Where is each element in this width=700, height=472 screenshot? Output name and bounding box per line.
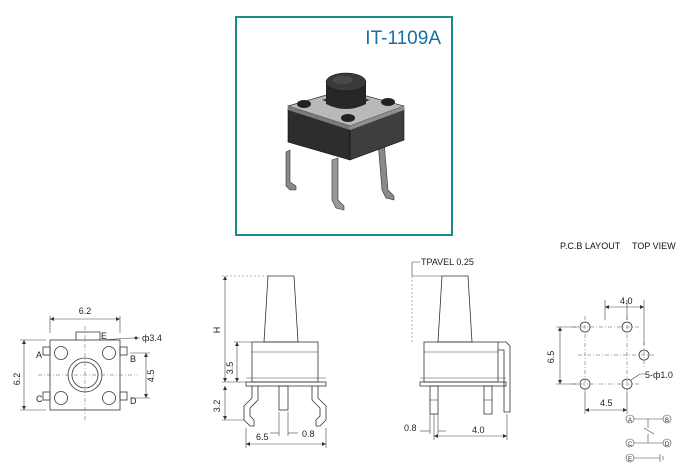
top-view-height-label: 6.2 xyxy=(12,373,22,386)
circuit-node-c: C xyxy=(628,442,633,448)
front-view-width-label: 6.5 xyxy=(256,432,269,442)
front-view-lead-label: 3.2 xyxy=(212,400,222,413)
circuit-node-d: D xyxy=(665,442,670,448)
pin-label-e: E xyxy=(101,331,107,341)
pcb-bottom-label: 4.5 xyxy=(600,398,613,408)
circuit-node-b: B xyxy=(665,418,669,424)
circuit-node-e: E xyxy=(628,457,632,463)
part-number: IT-1109A xyxy=(365,28,441,49)
front-view-lead-width-label: 0.8 xyxy=(302,429,315,439)
side-view-travel-label: TPAVEL 0.25 xyxy=(421,257,474,267)
circuit-node-a: A xyxy=(628,418,632,424)
top-view-pitch-label: 4.5 xyxy=(146,370,156,383)
front-view-body-label: 3.5 xyxy=(225,362,235,375)
switch-illustration xyxy=(285,72,406,211)
pin-label-b: B xyxy=(130,354,136,364)
pcb-layout-drawing: P.C.B LAYOUT TOP VIEW 4.0 6.5 4.5 xyxy=(546,241,676,463)
side-view-drawing: TPAVEL 0.25 0.8 4.0 xyxy=(404,257,511,440)
pin-label-c: C xyxy=(36,394,43,404)
pcb-left-label: 6.5 xyxy=(546,351,556,364)
pcb-title: P.C.B LAYOUT xyxy=(560,241,621,251)
side-view-pitch-label: 4.0 xyxy=(472,425,485,435)
top-view-width-label: 6.2 xyxy=(79,306,92,316)
product-photo-panel: IT-1109A xyxy=(235,16,453,236)
front-view-drawing: H 3.5 3.2 6.5 0.8 xyxy=(212,275,327,448)
top-view-cap-label: ф3.4 xyxy=(142,333,162,343)
side-view-lead-width-label: 0.8 xyxy=(404,423,417,433)
pcb-view-label: TOP VIEW xyxy=(632,241,676,251)
circuit-diagram: A B C D E xyxy=(625,414,672,463)
pin-label-d: D xyxy=(130,396,137,406)
top-view-drawing: 6.2 6.2 4.5 ф3.4 A B C D E xyxy=(12,306,162,422)
pin-label-a: A xyxy=(36,350,42,360)
pcb-hole-label: 5-ф1.0 xyxy=(645,370,673,380)
pcb-top-label: 4.0 xyxy=(620,296,633,306)
front-view-height-label: H xyxy=(212,327,222,334)
